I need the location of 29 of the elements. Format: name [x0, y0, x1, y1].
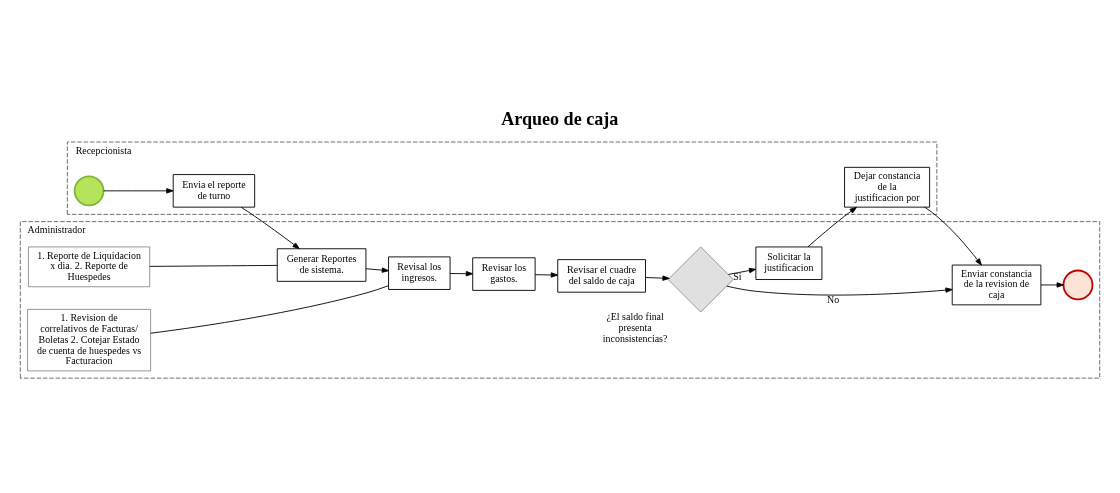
node-circle [1062, 269, 1094, 301]
arrow [728, 267, 757, 275]
arrow [534, 272, 559, 278]
node-diamond [667, 246, 734, 313]
edge-label: Si [733, 270, 742, 282]
node-box: Dejar constancia de la justificacion por [844, 166, 931, 208]
node-box: Revisar el cuadre del saldo de caja [557, 259, 646, 293]
connector [150, 285, 389, 334]
arrow [365, 267, 389, 273]
arrow [726, 285, 953, 296]
node-box: Envia el reporte de turno [172, 174, 256, 208]
node-box: Enviar constancia de la revision de caja [951, 264, 1042, 306]
node-box: 1. Reporte de Liquidacion x dia. 2. Reporte de Huespedes [28, 246, 150, 288]
arrow [645, 275, 670, 281]
arrow [103, 188, 174, 194]
edge-label: No [827, 294, 840, 306]
arrow [924, 206, 982, 266]
node-label: ¿El saldo final presenta inconsistencias? [602, 311, 668, 344]
arrow [807, 207, 857, 248]
node-box: Revisal los ingresos. [388, 256, 451, 290]
node-box: Revisar los gastos. [472, 257, 536, 291]
node-box: Solicitar la justificacion [755, 246, 823, 280]
node-box: Generar Reportes de sistema. [276, 248, 367, 282]
node-box: 1. Revision de correlativos de Facturas/ Boletas 2. Cotejar Estado de cuenta de huespedes vs Facturacion [27, 309, 151, 372]
arrow [449, 271, 474, 277]
connector [149, 264, 278, 267]
node-circle [73, 175, 105, 207]
diagram-title: Arqueo de caja [501, 108, 619, 129]
arrow [1040, 282, 1064, 288]
